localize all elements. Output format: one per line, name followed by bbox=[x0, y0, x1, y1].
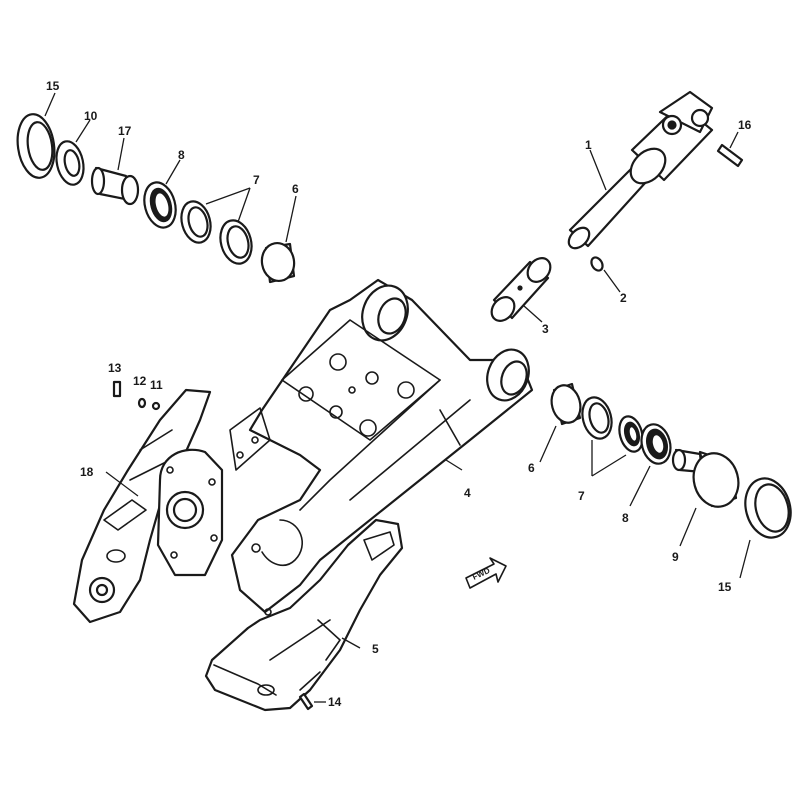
part-caliper-plate bbox=[156, 448, 224, 577]
callout-7-left: 7 bbox=[253, 173, 260, 187]
part-8-seal-right bbox=[640, 423, 672, 465]
callout-13: 13 bbox=[108, 361, 122, 375]
callout-8-right: 8 bbox=[622, 511, 629, 525]
part-2-o-ring bbox=[590, 256, 604, 272]
callout-6-right: 6 bbox=[528, 461, 535, 475]
callout-8-left: 8 bbox=[178, 148, 185, 162]
part-3-sleeve bbox=[490, 257, 552, 322]
leader-lines bbox=[44, 92, 751, 703]
part-7-bearing-right-b bbox=[618, 415, 644, 453]
part-14-screw bbox=[298, 692, 314, 711]
part-4-swing-arm bbox=[229, 278, 534, 616]
part-10-nut bbox=[55, 140, 85, 186]
part-16-pin bbox=[716, 143, 744, 168]
part-11-nut-small bbox=[151, 401, 161, 411]
part-7-bearing-left-b bbox=[219, 219, 253, 265]
callout-2: 2 bbox=[620, 291, 627, 305]
callout-15-right: 15 bbox=[718, 580, 732, 594]
callout-6-left: 6 bbox=[292, 182, 299, 196]
part-7-bearing-right-a bbox=[581, 396, 613, 440]
fwd-arrow-icon: FWD bbox=[465, 557, 507, 589]
part-15-dust-cap-right bbox=[744, 477, 792, 539]
callout-7-right: 7 bbox=[578, 489, 585, 503]
part-15-dust-cap-left bbox=[16, 113, 56, 179]
callout-10: 10 bbox=[84, 109, 98, 123]
callout-12: 12 bbox=[133, 374, 147, 388]
part-17-spacer bbox=[90, 166, 140, 206]
callout-4: 4 bbox=[464, 486, 471, 500]
callout-1: 1 bbox=[585, 138, 592, 152]
callout-16: 16 bbox=[738, 118, 752, 132]
callout-9: 9 bbox=[672, 550, 679, 564]
part-12-washer bbox=[137, 397, 147, 409]
callout-3: 3 bbox=[542, 322, 549, 336]
callout-11: 11 bbox=[150, 378, 163, 392]
part-9-flanged-spacer bbox=[671, 448, 740, 508]
part-8-seal-left bbox=[143, 181, 177, 229]
part-13-bolt bbox=[112, 380, 122, 398]
part-1-drive-shaft bbox=[567, 90, 714, 250]
callout-15-left: 15 bbox=[46, 79, 60, 93]
part-6-collar-left bbox=[260, 241, 296, 284]
fwd-label: FWD bbox=[471, 566, 492, 582]
part-6-collar-right bbox=[550, 382, 582, 426]
callout-18: 18 bbox=[80, 465, 94, 479]
callout-14: 14 bbox=[328, 695, 342, 709]
part-7-bearing-left-a bbox=[180, 200, 212, 244]
callout-17: 17 bbox=[118, 124, 132, 138]
part-5-chain-guard bbox=[204, 518, 404, 712]
callout-5: 5 bbox=[372, 642, 379, 656]
part-18-caliper-bracket bbox=[72, 388, 212, 624]
